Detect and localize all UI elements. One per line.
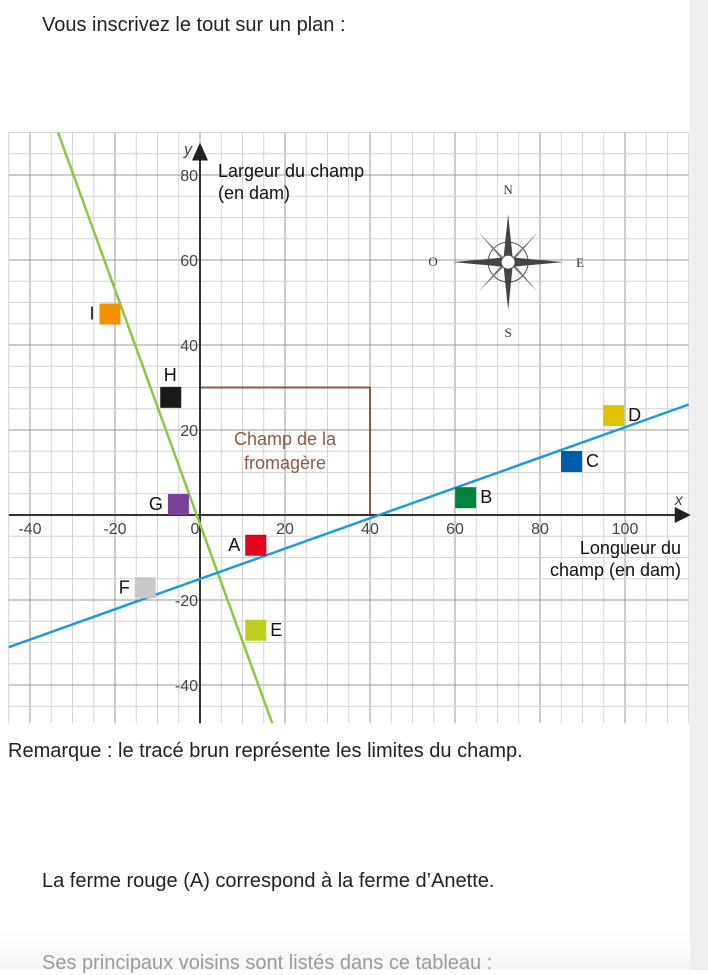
next-line-text: Ses principaux voisins sont listés dans … — [42, 952, 493, 974]
remark-text: Remarque : le tracé brun représente les … — [8, 740, 523, 762]
fade-overlay — [0, 930, 690, 970]
farm-label-f: F — [119, 577, 130, 597]
x-tick-label: 60 — [446, 521, 464, 538]
compass-rose-icon — [453, 214, 564, 311]
farm-marker-e — [245, 619, 267, 641]
intro-text: Vous inscrivez le tout sur un plan : — [42, 14, 346, 36]
x-axis-name: x — [674, 492, 684, 509]
y-tick-label: 80 — [180, 168, 198, 185]
y-tick-label: 20 — [180, 423, 198, 440]
y-tick-label: -20 — [175, 593, 198, 610]
x-axis-title: Longueur du — [580, 538, 681, 558]
farm-marker-a — [245, 534, 267, 556]
farm-label-g: G — [149, 494, 163, 514]
compass-north-label: N — [503, 182, 513, 197]
y-axis-title: (en dam) — [218, 183, 290, 203]
y-tick-label: 40 — [180, 338, 198, 355]
farm-label-c: C — [586, 451, 599, 471]
x-axis-title: champ (en dam) — [550, 560, 681, 580]
farm-label-h: H — [164, 365, 177, 385]
x-tick-label: -40 — [18, 521, 41, 538]
y-axis-arrow-icon — [192, 142, 208, 161]
x-tick-label: 0 — [191, 521, 200, 538]
blue-line — [8, 403, 690, 649]
farm-marker-i — [99, 303, 121, 325]
farm-marker-b — [455, 487, 477, 509]
y-tick-label: -40 — [175, 678, 198, 695]
farm-marker-d — [603, 405, 625, 427]
compass-east-label: E — [576, 255, 584, 270]
farm-label-i: I — [89, 304, 94, 324]
green-line — [56, 132, 274, 724]
x-tick-label: 80 — [531, 521, 549, 538]
farm-label-d: D — [628, 405, 641, 425]
field-label: fromagère — [244, 453, 326, 473]
compass-west-label: O — [428, 254, 437, 269]
farm-marker-f — [134, 577, 156, 599]
x-tick-label: 100 — [612, 521, 639, 538]
farm-label-b: B — [480, 487, 492, 507]
farm-label-e: E — [270, 620, 282, 640]
field-label: Champ de la — [234, 429, 337, 449]
farm-marker-c — [561, 451, 583, 473]
farm-marker-g — [167, 493, 189, 515]
x-tick-label: 40 — [361, 521, 379, 538]
x-tick-label: -20 — [103, 521, 126, 538]
farm-label-a: A — [228, 535, 240, 555]
x-axis-arrow-icon — [674, 507, 691, 523]
x-tick-label: 20 — [276, 521, 294, 538]
farm-marker-h — [160, 386, 182, 408]
y-axis-title: Largeur du champ — [218, 161, 364, 181]
right-scroll-gutter — [690, 0, 708, 970]
y-tick-label: 60 — [180, 253, 198, 270]
statement-text: La ferme rouge (A) correspond à la ferme… — [42, 870, 495, 892]
compass-south-label: S — [505, 325, 512, 340]
y-axis-name: y — [183, 142, 193, 159]
